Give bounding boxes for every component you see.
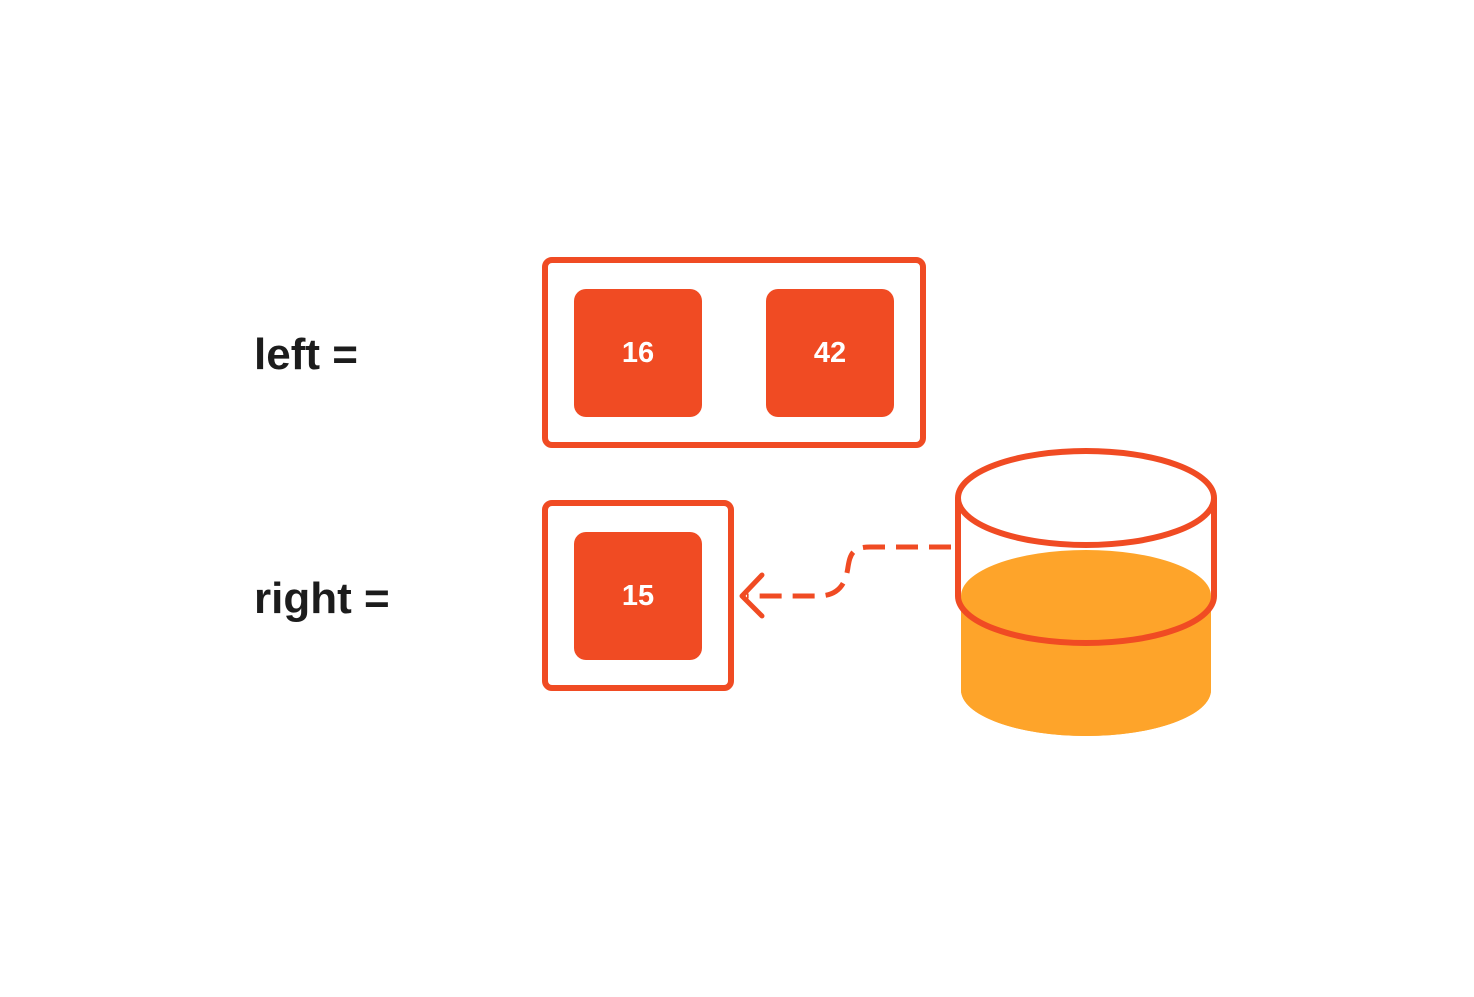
left-array-cell: 42 [766,289,894,417]
right-array-cell: 15 [574,532,702,660]
label-left: left = [254,330,358,379]
cylinder-liquid-surface [961,550,1211,642]
cylinder-top [955,448,1217,548]
cylinder-band-front [955,595,1217,646]
arrowhead-icon [739,572,765,619]
dashed-arrow-left [739,544,951,619]
dashed-connector-line [747,544,951,599]
database-cylinder-icon [955,448,1217,736]
cylinder-liquid-bottom [961,644,1211,736]
label-right: right = [254,574,390,623]
left-array-cell: 16 [574,289,702,417]
